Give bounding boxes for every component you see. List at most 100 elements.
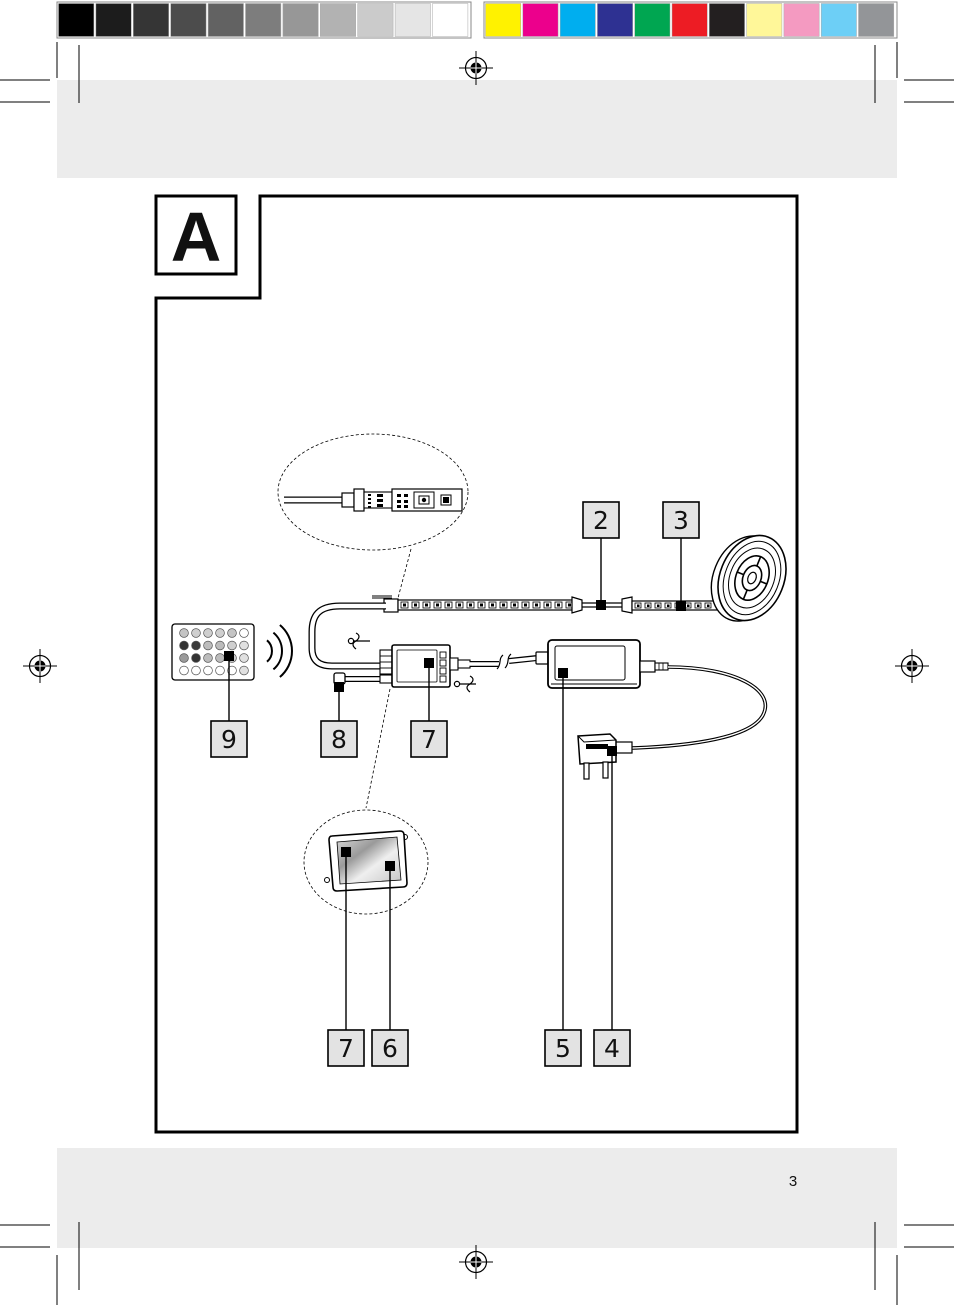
remote-button	[240, 629, 249, 638]
remote-button	[216, 629, 225, 638]
callout-label: 7	[421, 725, 437, 754]
led-chip-mark	[568, 604, 571, 607]
color-patch	[635, 4, 670, 37]
callout-9: 9	[211, 721, 247, 757]
led-chip-mark	[637, 605, 640, 608]
callout-8: 8	[321, 721, 357, 757]
color-patch	[560, 4, 595, 37]
color-bar	[484, 2, 897, 38]
remote-button	[180, 666, 189, 675]
gray-patch	[320, 4, 355, 37]
gray-patch	[395, 4, 430, 37]
led-chip-mark	[697, 605, 700, 608]
remote-button	[180, 629, 189, 638]
gray-patch	[59, 4, 94, 37]
led-chip-mark	[447, 604, 450, 607]
remote-button	[216, 641, 225, 650]
registration-mark-bottom	[459, 1245, 493, 1279]
callout-label: 7	[338, 1034, 354, 1063]
led-chip-mark	[491, 604, 494, 607]
strip-cable	[312, 606, 387, 666]
remote-button	[180, 654, 189, 663]
grayscale-bar	[57, 2, 471, 38]
crop-marks	[0, 42, 954, 1305]
remote-control	[172, 624, 254, 680]
led-chip-mark	[425, 604, 428, 607]
led-chip-mark	[436, 604, 439, 607]
adapter-output-cable	[469, 654, 538, 669]
connector-detail	[278, 434, 468, 550]
connector-detail-pointer	[398, 549, 411, 598]
ir-signal-icon	[267, 625, 292, 677]
remote-button	[180, 641, 189, 650]
mains-plug	[578, 734, 632, 779]
remote-button	[240, 654, 249, 663]
callout-7-bottom: 7	[328, 1030, 364, 1066]
strip-reel	[699, 523, 798, 634]
registration-mark-left	[23, 649, 57, 683]
controller-detail-pointer	[366, 689, 390, 808]
color-patch	[709, 4, 744, 37]
remote-button	[240, 666, 249, 675]
power-adapter	[536, 640, 668, 688]
color-patch	[486, 4, 521, 37]
remote-button	[228, 641, 237, 650]
color-patch	[784, 4, 819, 37]
led-chip-mark	[414, 604, 417, 607]
led-chip-mark	[458, 604, 461, 607]
callout-label: 8	[331, 725, 347, 754]
registration-mark-right	[895, 649, 929, 683]
gray-patch	[433, 4, 468, 37]
remote-button	[204, 641, 213, 650]
gray-patch	[171, 4, 206, 37]
remote-button	[192, 629, 201, 638]
led-chip-mark	[403, 604, 406, 607]
remote-button	[192, 666, 201, 675]
remote-button	[192, 654, 201, 663]
registration-mark-top	[459, 51, 493, 85]
callout-7-top: 7	[411, 721, 447, 757]
color-patch	[597, 4, 632, 37]
screw-icon	[348, 633, 370, 649]
color-patch	[859, 4, 894, 37]
led-chip-mark	[647, 605, 650, 608]
remote-button	[204, 654, 213, 663]
led-chip-mark	[480, 604, 483, 607]
gray-patch	[283, 4, 318, 37]
remote-button	[240, 641, 249, 650]
mains-cable	[632, 667, 765, 748]
callout-label: 4	[604, 1034, 620, 1063]
gray-patch	[208, 4, 243, 37]
gray-patch	[133, 4, 168, 37]
figure-label-box: A	[156, 196, 236, 276]
callout-4: 4	[594, 1030, 630, 1066]
led-chip-mark	[657, 605, 660, 608]
remote-button	[228, 629, 237, 638]
callout-2: 2	[583, 502, 619, 538]
led-chip-mark	[687, 605, 690, 608]
color-patch	[821, 4, 856, 37]
led-chip-mark	[557, 604, 560, 607]
screw-icon	[454, 676, 476, 692]
gray-patch	[358, 4, 393, 37]
led-chip-mark	[546, 604, 549, 607]
led-chip-mark	[707, 605, 710, 608]
callout-label: 6	[382, 1034, 398, 1063]
callout-label: 2	[593, 506, 609, 535]
remote-button	[204, 629, 213, 638]
header-band	[57, 80, 897, 178]
page-number: 3	[789, 1173, 797, 1190]
footer-band	[57, 1148, 897, 1248]
controller-back-detail	[304, 810, 428, 914]
led-chip-mark	[524, 604, 527, 607]
gray-patch	[246, 4, 281, 37]
figure-label: A	[171, 198, 222, 276]
gray-patch	[96, 4, 131, 37]
led-chip-mark	[469, 604, 472, 607]
led-chip-mark	[502, 604, 505, 607]
callout-label: 5	[555, 1034, 571, 1063]
color-patch	[523, 4, 558, 37]
led-chip-mark	[535, 604, 538, 607]
